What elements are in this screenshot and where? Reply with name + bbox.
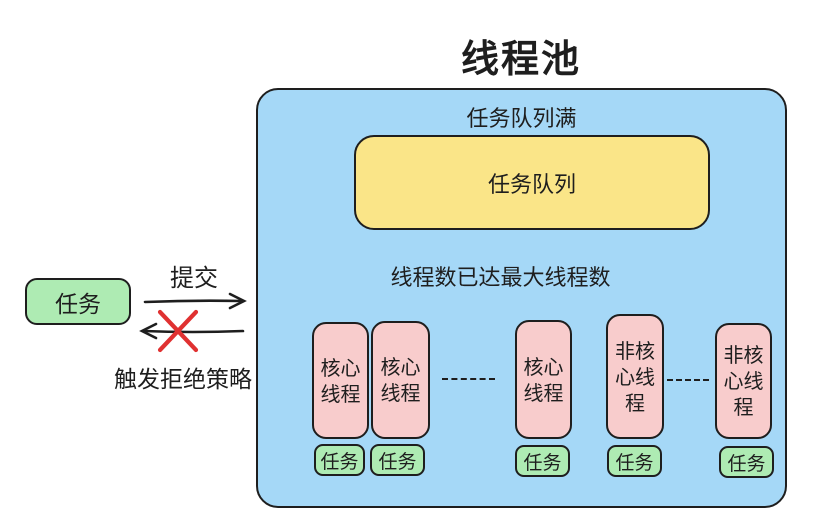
core-thread-box-3: 核心线程 bbox=[515, 320, 572, 439]
thread-task-chip-3: 任务 bbox=[515, 445, 570, 477]
reject-x-icon bbox=[157, 309, 199, 353]
ellipsis-dashes-1 bbox=[442, 378, 495, 380]
core-thread-box-1: 核心线程 bbox=[312, 322, 369, 439]
ellipsis-dashes-2 bbox=[667, 379, 709, 381]
reject-policy-label: 触发拒绝策略 bbox=[114, 367, 252, 393]
submit-arrow-icon bbox=[143, 292, 247, 310]
thread-task-chip-1: 任务 bbox=[314, 444, 365, 476]
reject-arrow-icon bbox=[139, 322, 245, 340]
thread-task-chip-4: 任务 bbox=[607, 445, 662, 477]
thread-task-chip-5: 任务 bbox=[719, 446, 774, 478]
non-core-thread-box-1: 非核心线程 bbox=[606, 314, 664, 439]
submission-arrows bbox=[139, 292, 247, 353]
task-queue-label: 任务队列 bbox=[487, 172, 576, 198]
incoming-task-label: 任务 bbox=[55, 291, 101, 318]
diagram-title: 线程池 bbox=[460, 37, 581, 81]
queue-full-label: 任务队列满 bbox=[466, 107, 577, 132]
non-core-thread-box-2: 非核心线程 bbox=[715, 323, 772, 439]
task-queue-box: 任务队列 bbox=[354, 135, 710, 230]
incoming-task-box: 任务 bbox=[25, 278, 131, 325]
submit-label: 提交 bbox=[170, 264, 218, 292]
thread-pool-container: 任务队列满 任务队列 线程数已达最大线程数 核心线程 核心线程 核心线程 非核心… bbox=[256, 88, 787, 508]
max-threads-label: 线程数已达最大线程数 bbox=[390, 266, 611, 291]
core-thread-box-2: 核心线程 bbox=[371, 321, 430, 439]
thread-task-chip-2: 任务 bbox=[370, 444, 425, 476]
